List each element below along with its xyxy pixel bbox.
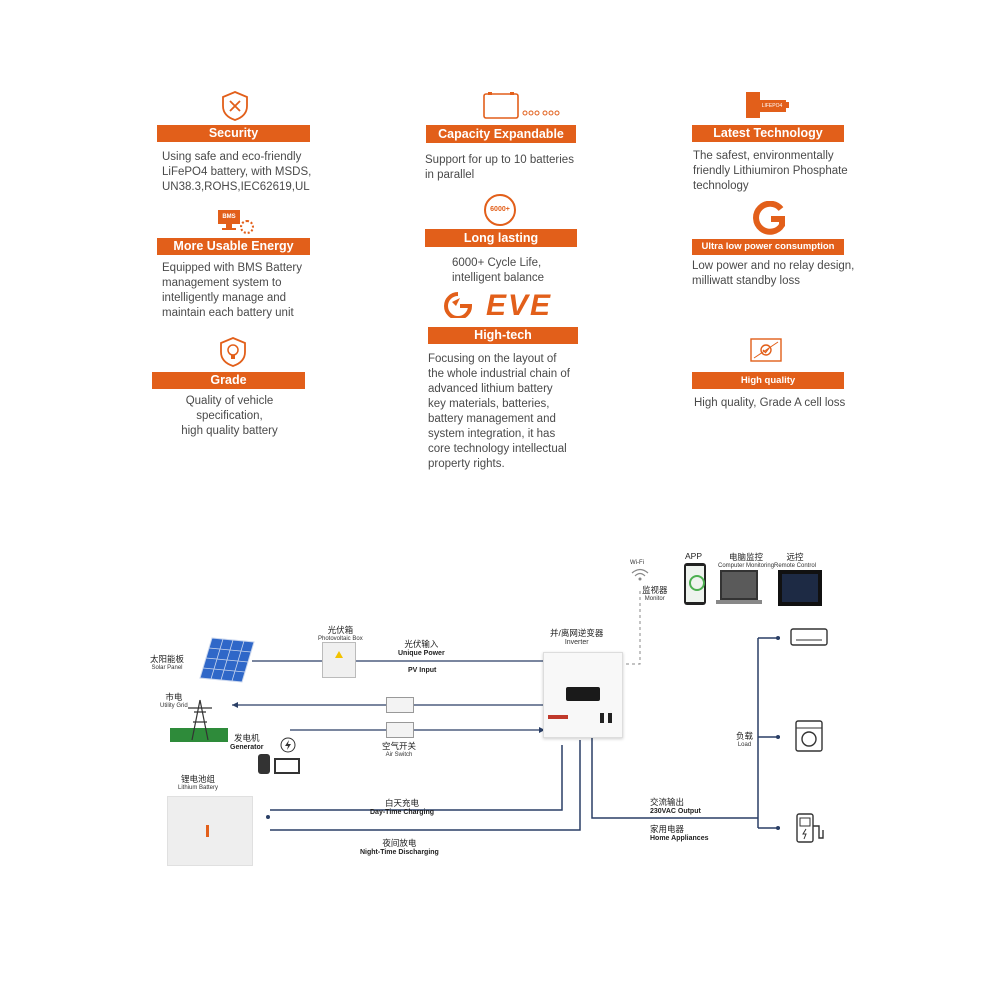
washing-machine-icon [795,720,823,752]
generator-icon [258,748,304,776]
air-conditioner-icon [790,628,828,646]
power-g-icon [753,201,785,235]
laptop-icon [716,570,762,606]
bulb-shield-icon [220,337,246,367]
eve-logo-icon [444,292,472,318]
quality-title: High quality [692,372,844,389]
quality-desc: High quality, Grade A cell loss [694,397,846,409]
security-title: Security [157,125,310,142]
solar-panel-icon [199,637,255,683]
cycle-life-icon: 6000+ [484,194,516,226]
ultra-desc: Low power and no relay design,milliwatt … [692,260,855,287]
battery-expand-icon [483,92,560,119]
shield-icon [222,91,248,121]
lifepo4-battery-icon: LIFEPO4 [746,92,790,118]
eve-logo-text: EVE [486,289,553,322]
inverter-icon [543,652,623,738]
air-switch-icon-2 [386,722,414,738]
wifi-label: Wi-Fi [630,560,644,566]
pv-input-sublabel: PV Input [408,667,437,674]
capacity-title: Capacity Expandable [426,125,576,143]
air-switch-icon-1 [386,697,414,713]
usable-title: More Usable Energy [157,238,310,255]
phone-icon [684,563,706,605]
lifepo4-label: LIFEPO4 [758,100,786,112]
latest-title: Latest Technology [692,125,844,142]
lithium-battery-icon [167,796,253,866]
bms-monitor-icon: BMS [218,210,254,236]
ultra-title: Ultra low power consumption [692,239,844,255]
hightech-title: High-tech [428,327,578,344]
remote-screen-icon [778,570,822,606]
quality-badge-icon [750,338,782,362]
lightning-icon [280,737,296,753]
long-title: Long lasting [425,229,577,247]
app-label: APP [685,551,703,561]
long-desc: 6000+ Cycle Life,intelligent balance [452,257,545,284]
wifi-icon [631,568,649,581]
grade-title: Grade [152,372,305,389]
pv-box-icon [322,642,356,678]
ev-charger-icon [796,813,824,843]
grade-desc: Quality of vehicle specification,high qu… [181,395,278,437]
utility-grid-icon [170,699,228,742]
